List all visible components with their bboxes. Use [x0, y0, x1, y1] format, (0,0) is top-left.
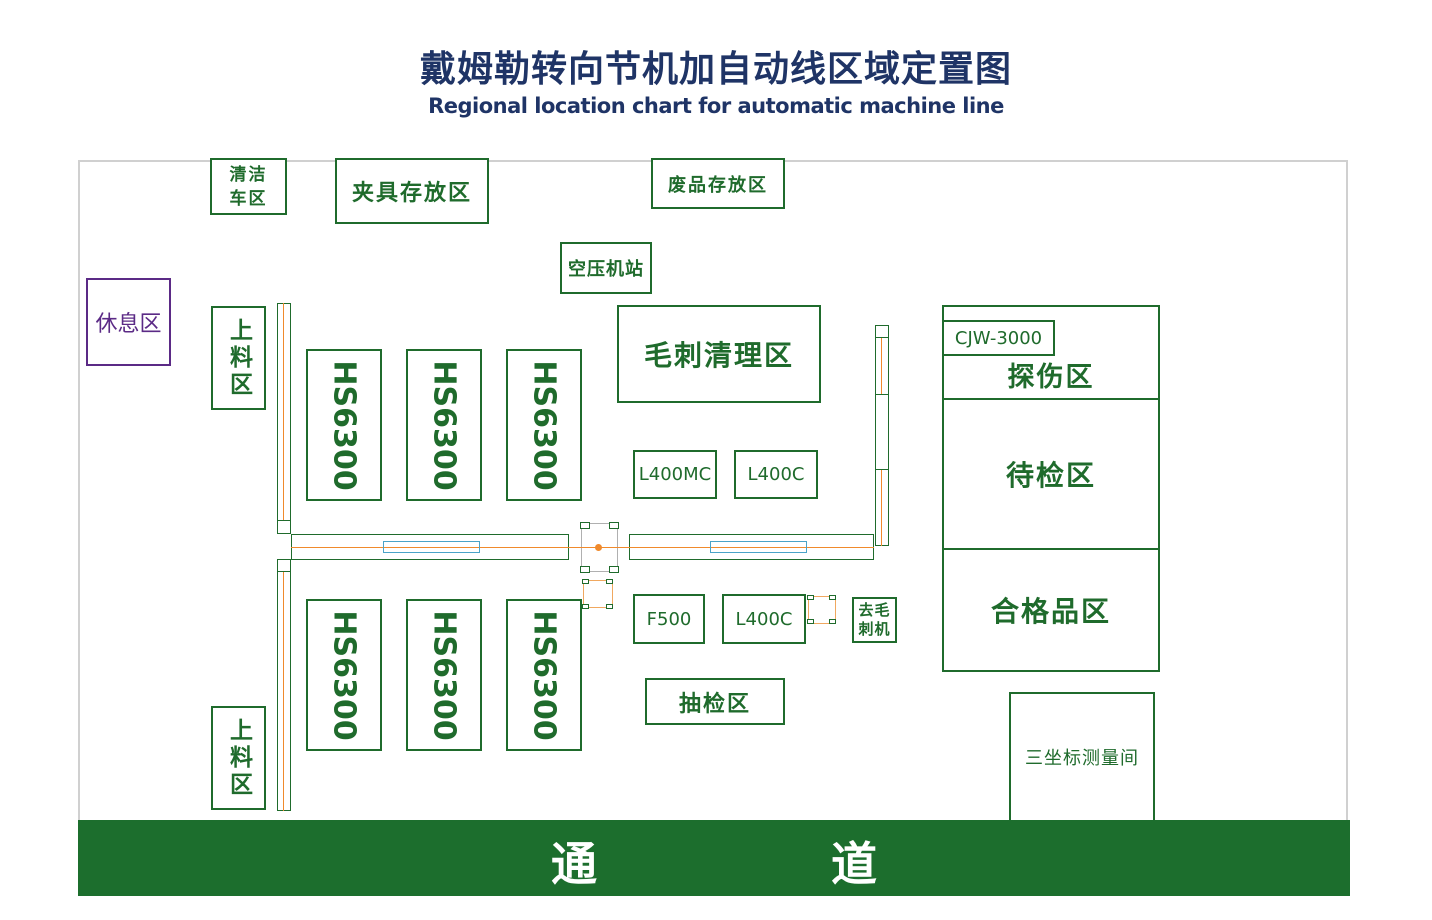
machine-l400mc: L400MC	[633, 450, 717, 499]
machine-hs6300: HS6300	[406, 599, 482, 751]
machine-hs6300: HS6300	[306, 349, 382, 501]
conveyor-line	[283, 559, 284, 811]
page-subtitle: Regional location chart for automatic ma…	[428, 94, 1004, 118]
conveyor-left-lower-end	[277, 559, 291, 572]
zone-air-compressor: 空压机站	[560, 242, 652, 294]
machine-hs6300: HS6300	[306, 599, 382, 751]
machine-cjw3000: CJW-3000	[942, 320, 1055, 356]
machine-deburr: 去毛刺机	[852, 597, 897, 643]
zone-cleaning-cart: 清洁车区	[210, 158, 287, 215]
zone-qualified: 合格品区	[942, 548, 1160, 672]
conveyor-left-lower	[277, 559, 291, 811]
machine-hs6300: HS6300	[506, 349, 582, 501]
robot-corner	[609, 522, 619, 529]
zone-rest-area: 休息区	[86, 278, 171, 366]
zone-deburr: 毛刺清理区	[617, 305, 821, 403]
robot-corner	[609, 566, 619, 573]
buffer-corner	[582, 604, 589, 609]
machine-f500: F500	[633, 594, 705, 644]
conveyor-right-vertical-end	[875, 325, 889, 338]
zone-sampling: 抽检区	[645, 678, 785, 725]
deburr-corner	[807, 619, 814, 624]
conveyor-left-upper	[277, 303, 291, 534]
conveyor-line	[283, 303, 284, 534]
conveyor-left-upper-end	[277, 520, 291, 534]
robot-corner	[580, 522, 590, 529]
buffer-station	[583, 580, 613, 608]
conveyor-line	[629, 547, 874, 548]
buffer-corner	[606, 604, 613, 609]
conveyor-line	[291, 547, 569, 548]
machine-hs6300: HS6300	[406, 349, 482, 501]
deburr-station	[808, 596, 836, 624]
robot-corner	[580, 566, 590, 573]
machine-hs6300: HS6300	[506, 599, 582, 751]
buffer-corner	[582, 579, 589, 584]
buffer-corner	[606, 579, 613, 584]
machine-l400c: L400C	[722, 594, 806, 644]
deburr-corner	[829, 595, 836, 600]
conveyor-segment	[710, 541, 807, 553]
deburr-corner	[829, 619, 836, 624]
zone-cmm-room: 三坐标测量间	[1009, 692, 1155, 822]
robot-center-icon	[595, 544, 602, 551]
page-title: 戴姆勒转向节机加自动线区域定置图	[419, 49, 1012, 90]
zone-fixture-storage: 夹具存放区	[335, 158, 489, 224]
passage-text-right: 道	[831, 837, 877, 891]
passage-bar: 通 道	[78, 820, 1350, 896]
passage-text-left: 通	[551, 837, 597, 891]
zone-waste-storage: 废品存放区	[651, 158, 785, 209]
deburr-corner	[807, 595, 814, 600]
zone-pending-inspection: 待检区	[942, 398, 1160, 550]
zone-loading-bottom: 上料区	[211, 706, 266, 810]
machine-l400c: L400C	[734, 450, 818, 499]
zone-loading-top: 上料区	[211, 306, 266, 410]
conveyor-right-segment	[875, 394, 889, 470]
conveyor-segment	[383, 541, 480, 553]
